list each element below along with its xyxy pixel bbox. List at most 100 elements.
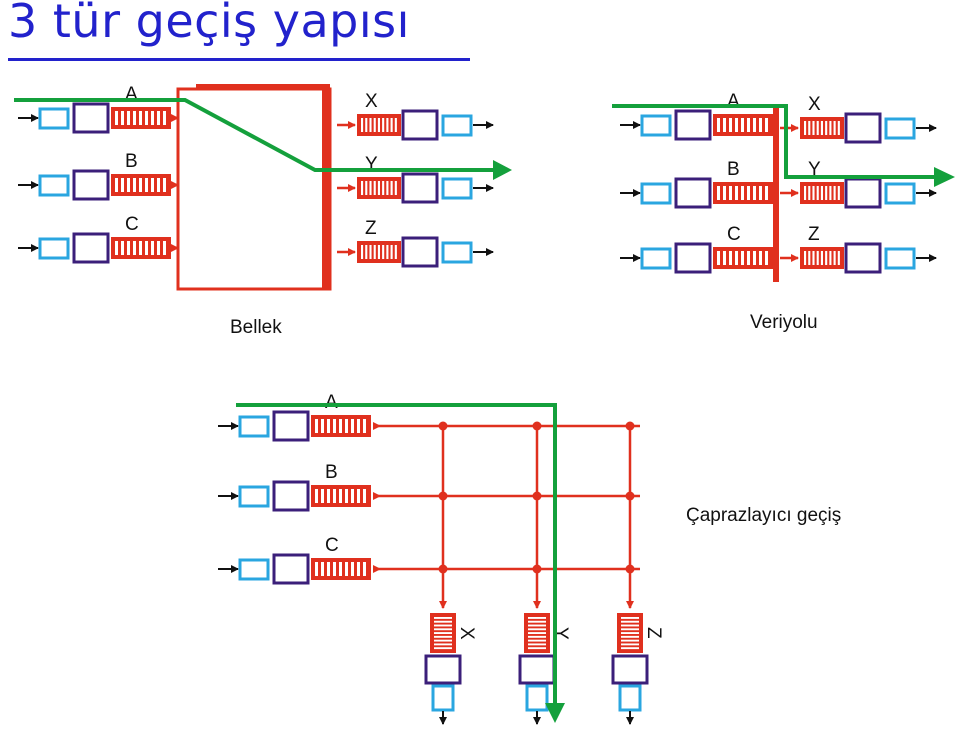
input-label-b: B — [125, 151, 138, 172]
input-buffer — [238, 558, 270, 581]
queue-slot — [139, 178, 142, 192]
queue-slot — [127, 241, 130, 255]
queue-slot — [373, 118, 376, 132]
queue-slot — [825, 251, 828, 265]
queue-slot — [820, 251, 823, 265]
input-buffer — [238, 485, 270, 508]
output-port — [611, 654, 649, 685]
queue-slot — [528, 632, 546, 634]
queue-slot — [363, 489, 366, 503]
queue-slot — [333, 489, 336, 503]
queue-slot — [127, 178, 130, 192]
queue-slot — [151, 178, 154, 192]
queue-slot — [808, 186, 811, 200]
queue-slot — [163, 178, 166, 192]
queue-slot — [390, 181, 393, 195]
queue-slot — [151, 241, 154, 255]
crossbar-input-ports: ABC — [218, 392, 381, 585]
queue-slot — [741, 118, 744, 132]
queue-slot — [717, 186, 720, 200]
queue-slot — [361, 245, 364, 259]
input-label-c: C — [125, 214, 139, 235]
queue-slot — [357, 419, 360, 433]
crosspoint — [625, 491, 635, 501]
output-buffer — [884, 182, 916, 205]
bus-switch-diagram: ABC XYZ Veriyolu — [612, 91, 955, 333]
queue-slot — [390, 118, 393, 132]
output-buffer — [884, 117, 916, 140]
queue-slot — [759, 251, 762, 265]
output-port — [844, 177, 882, 209]
queue-slot — [369, 245, 372, 259]
input-buffer — [640, 247, 672, 270]
queue-slot — [747, 186, 750, 200]
queue-slot — [829, 251, 832, 265]
queue-slot — [133, 178, 136, 192]
output-label-x: X — [456, 627, 477, 640]
memory-block-edge — [322, 89, 330, 289]
queue-slot — [339, 562, 342, 576]
queue-slot — [833, 121, 836, 135]
queue-slot — [351, 489, 354, 503]
queue-slot — [753, 251, 756, 265]
queue-slot — [365, 181, 368, 195]
queue-slot — [386, 181, 389, 195]
queue-slot — [145, 178, 148, 192]
queue-slot — [115, 111, 118, 125]
queue-slot — [394, 181, 397, 195]
queue-slot — [151, 111, 154, 125]
queue-slot — [333, 419, 336, 433]
output-label-x: X — [365, 91, 378, 112]
queue-slot — [621, 632, 639, 634]
queue-slot — [528, 643, 546, 646]
queue-slot — [394, 245, 397, 259]
input-port — [272, 480, 310, 512]
queue-slot — [365, 118, 368, 132]
queue-slot — [812, 251, 815, 265]
input-label-a: A — [325, 392, 338, 413]
queue-slot — [528, 620, 546, 623]
queue-slot — [434, 647, 452, 650]
input-buffer — [640, 182, 672, 205]
queue-slot — [345, 562, 348, 576]
queue-slot — [373, 181, 376, 195]
queue-slot — [369, 181, 372, 195]
input-port — [674, 242, 712, 274]
queue-slot — [345, 419, 348, 433]
memory-output-ports: XYZ — [337, 91, 494, 268]
queue-slot — [621, 643, 639, 646]
queue-slot — [351, 419, 354, 433]
queue-slot — [528, 617, 546, 619]
bus-path-arrowhead — [934, 167, 955, 187]
queue-slot — [373, 245, 376, 259]
queue-slot — [735, 118, 738, 132]
queue-slot — [377, 181, 380, 195]
queue-slot — [377, 245, 380, 259]
queue-slot — [357, 562, 360, 576]
queue-slot — [833, 251, 836, 265]
queue-slot — [747, 251, 750, 265]
page-title: 3 tür geçiş yapısı — [8, 0, 410, 48]
queue-slot — [434, 639, 452, 642]
queue-slot — [351, 562, 354, 576]
crosspoint — [532, 564, 542, 574]
output-label-z: Z — [643, 627, 664, 639]
output-buffer — [525, 684, 549, 712]
output-port — [401, 109, 439, 141]
queue-slot — [528, 639, 546, 642]
crossbar-path-arrowhead — [545, 703, 565, 723]
queue-slot — [133, 241, 136, 255]
queue-slot — [759, 186, 762, 200]
queue-slot — [829, 121, 832, 135]
crosspoint — [438, 491, 448, 501]
queue-slot — [434, 632, 452, 634]
queue-slot — [723, 251, 726, 265]
output-buffer — [441, 177, 473, 200]
queue-slot — [361, 118, 364, 132]
queue-slot — [816, 186, 819, 200]
output-port — [424, 654, 462, 685]
input-buffer — [640, 114, 672, 137]
